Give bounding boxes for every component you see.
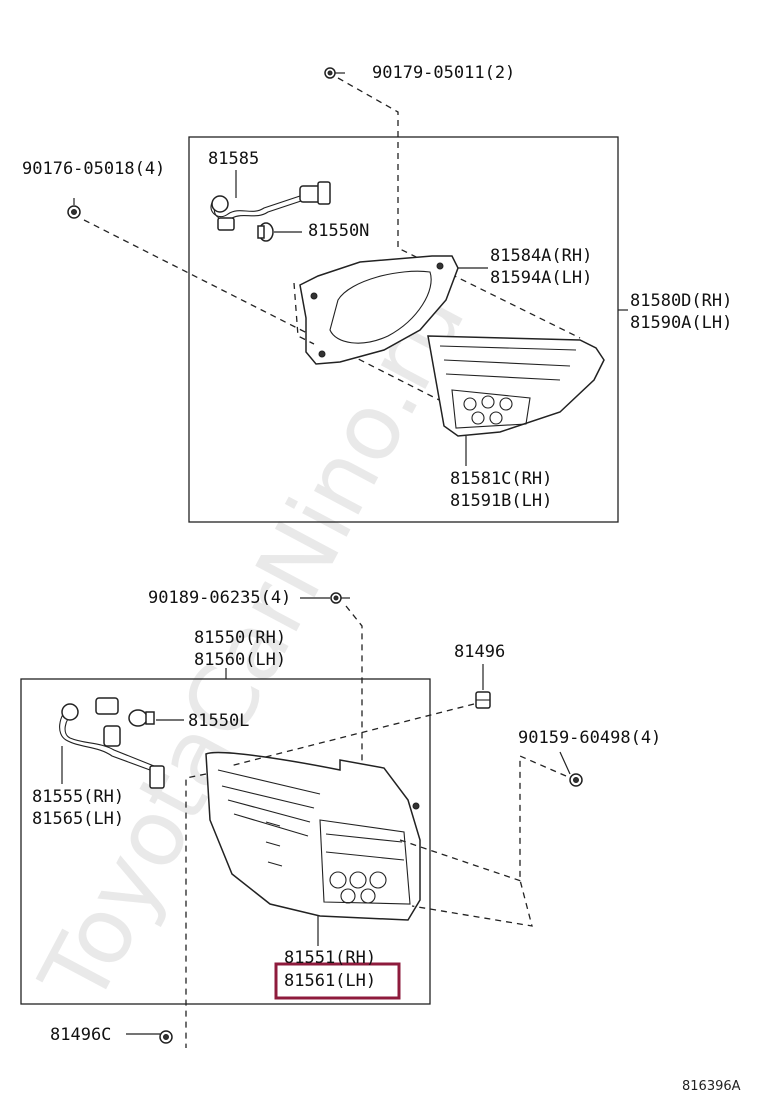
label-81591b: 81591B(LH) <box>450 491 552 511</box>
label-81561: 81561(LH) <box>284 971 376 991</box>
label-81565: 81565(LH) <box>32 809 124 829</box>
screw-90189-icon <box>330 592 350 604</box>
label-81594a: 81594A(LH) <box>490 268 592 288</box>
clip-81496c-icon <box>159 1030 173 1044</box>
label-81550: 81550(RH) <box>194 628 286 648</box>
nut-81496-icon <box>475 691 491 709</box>
label-90159: 90159-60498(4) <box>518 728 661 748</box>
label-81550n: 81550N <box>308 221 369 241</box>
upper-group-frame <box>188 136 619 523</box>
nut-81496-guide <box>229 703 475 767</box>
bulb-81550n-icon <box>257 222 274 242</box>
label-81590a: 81590A(LH) <box>630 313 732 333</box>
highlight-box-81561 <box>274 962 401 1000</box>
diagram-reference: 816396A <box>682 1079 741 1094</box>
label-81581c: 81581C(RH) <box>450 469 552 489</box>
outer-lamp-81561-icon <box>205 751 421 921</box>
label-81560: 81560(LH) <box>194 650 286 670</box>
screw-90176-guide <box>83 219 456 409</box>
label-90179: 90179-05011(2) <box>372 63 515 83</box>
gasket-81584a-icon <box>299 255 459 365</box>
inner-lamp-81581c-icon <box>427 335 605 437</box>
label-81580d: 81580D(RH) <box>630 291 732 311</box>
label-90176: 90176-05018(4) <box>22 159 165 179</box>
label-81555: 81555(RH) <box>32 787 124 807</box>
screw-90189-guide <box>345 605 363 770</box>
label-81585: 81585 <box>208 149 259 169</box>
label-90189: 90189-06235(4) <box>148 588 291 608</box>
screw-90179-guide <box>337 77 581 339</box>
screw-90176-icon <box>67 198 81 219</box>
label-81584a: 81584A(RH) <box>490 246 592 266</box>
socket-wire-81555-icon <box>59 697 165 789</box>
label-81496c: 81496C <box>50 1025 111 1045</box>
bulb-81550l-icon <box>128 709 155 727</box>
label-81551: 81551(RH) <box>284 948 376 968</box>
screw-90159-guide <box>411 755 567 927</box>
label-81550l: 81550L <box>188 711 249 731</box>
label-81496: 81496 <box>454 642 505 662</box>
screw-90179-icon <box>324 67 345 79</box>
socket-wire-81585-icon <box>210 181 331 231</box>
screw-90159-icon <box>569 773 583 787</box>
clip-81496c-guide <box>185 773 207 1048</box>
